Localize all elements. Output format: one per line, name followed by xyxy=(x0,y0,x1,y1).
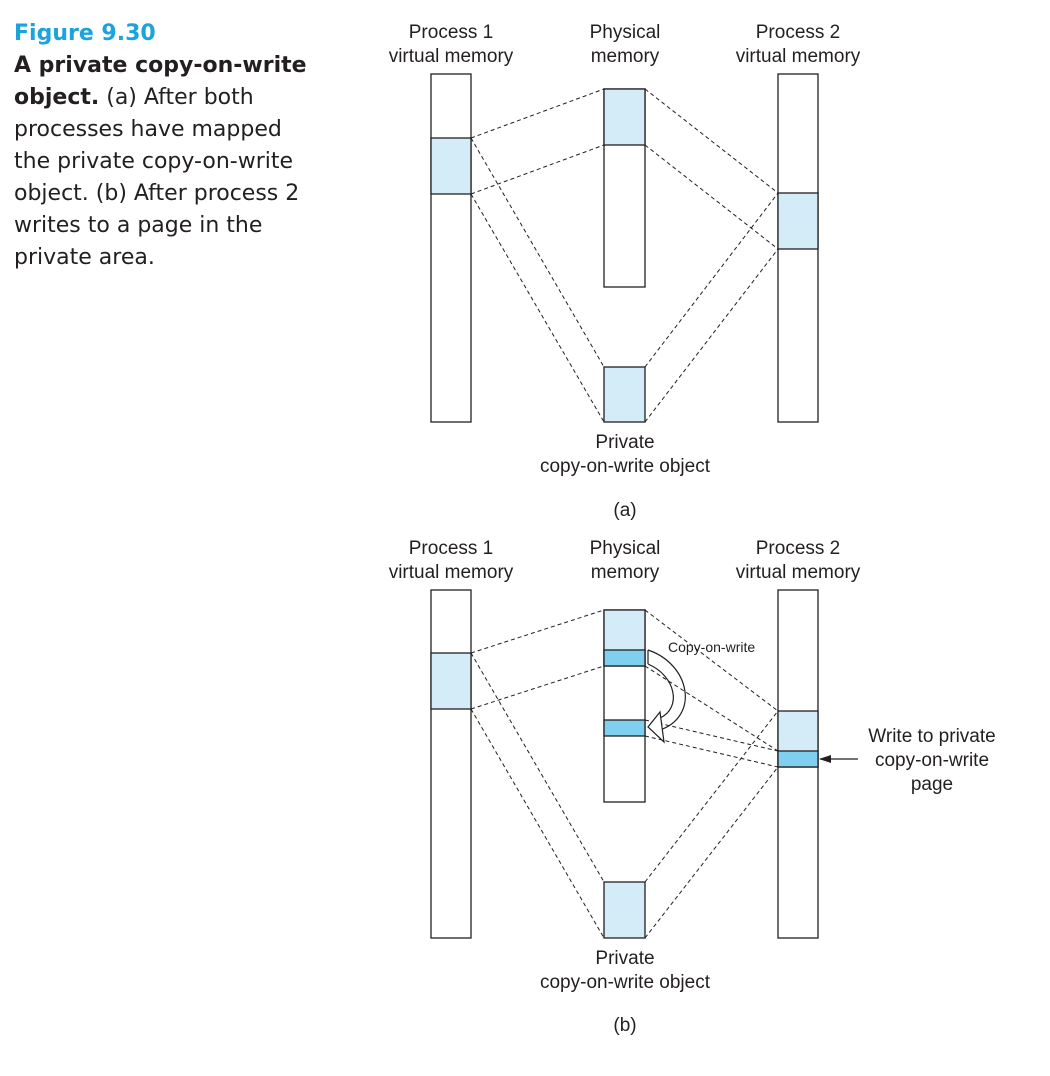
copy-on-write-label: Copy-on-write xyxy=(668,639,755,655)
mapping-lines-a xyxy=(470,88,779,423)
process1-virtual-memory xyxy=(430,73,472,423)
process1-private-area xyxy=(430,137,472,195)
process1-private-area xyxy=(430,652,472,710)
private-copy-on-write-object xyxy=(603,366,646,423)
physical-shared-page xyxy=(603,88,646,146)
physical-copied-page xyxy=(603,719,646,737)
process2-label-line2: virtual memory xyxy=(736,46,861,67)
process1-label-line1: Process 1 xyxy=(409,22,493,43)
object-label-line2: copy-on-write object xyxy=(540,456,711,477)
panel-a: Process 1 virtual memory Physical memory… xyxy=(389,22,861,521)
process1-virtual-memory xyxy=(430,589,472,939)
mapping-lines-b xyxy=(470,609,779,939)
write-label-line1: Write to private xyxy=(868,726,995,747)
object-label-line1: Private xyxy=(595,432,654,453)
physical-memory-label-line2: memory xyxy=(591,562,660,583)
process2-label-line2: virtual memory xyxy=(736,562,861,583)
panel-b-sublabel: (b) xyxy=(613,1015,636,1036)
process2-label-line1: Process 2 xyxy=(756,538,840,559)
process2-label-line1: Process 2 xyxy=(756,22,840,43)
object-label-line2: copy-on-write object xyxy=(540,972,711,993)
physical-memory-label-line2: memory xyxy=(591,46,660,67)
write-label-line2: copy-on-write xyxy=(875,750,989,771)
physical-memory-label-line1: Physical xyxy=(590,538,661,559)
process1-label-line1: Process 1 xyxy=(409,538,493,559)
figure-caption: Figure 9.30 A private copy-on-write obje… xyxy=(14,18,314,274)
process2-private-area xyxy=(777,192,819,250)
private-copy-on-write-object xyxy=(603,881,646,939)
copy-on-write-arrow xyxy=(647,649,686,744)
object-label-line1: Private xyxy=(595,948,654,969)
physical-memory-label-line1: Physical xyxy=(590,22,661,43)
figure-label: Figure 9.30 xyxy=(14,21,156,46)
process1-label-line2: virtual memory xyxy=(389,46,514,67)
physical-original-page xyxy=(603,649,646,667)
process2-written-page xyxy=(777,750,819,768)
write-label-line3: page xyxy=(911,774,953,795)
process1-label-line2: virtual memory xyxy=(389,562,514,583)
figure-title: A private copy-on-write object. xyxy=(14,53,307,110)
panel-a-sublabel: (a) xyxy=(613,500,636,521)
figure-description: (a) After both processes have mapped the… xyxy=(14,85,300,270)
panel-b: Process 1 virtual memory Physical memory… xyxy=(389,538,996,1036)
